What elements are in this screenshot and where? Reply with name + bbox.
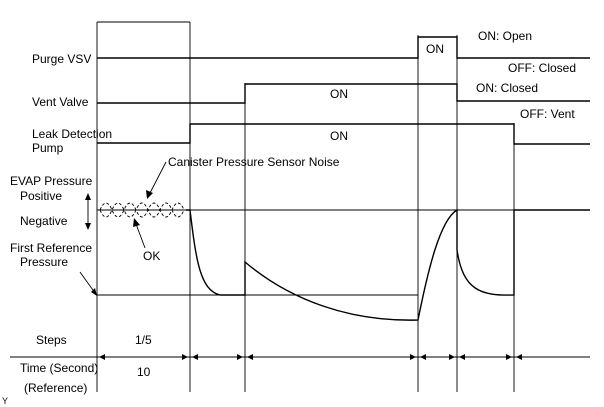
evap-pressure-row: EVAP Pressure Positive Negative First Re… — [10, 155, 590, 321]
evap-pressure-trace — [186, 208, 590, 321]
first-ref-label-line1: First Reference — [10, 241, 92, 255]
purge-on-open-note: ON: Open — [478, 29, 532, 43]
purge-vsv-row: Purge VSV ON ON: Open OFF: Closed — [32, 29, 590, 75]
leak-pump-signal — [97, 123, 590, 145]
vent-valve-on-text: ON — [330, 87, 348, 101]
evap-label-line1: EVAP Pressure — [10, 174, 93, 188]
ok-annotation: OK — [143, 249, 160, 263]
negative-label: Negative — [20, 214, 68, 228]
noise-pointer-head — [146, 190, 153, 199]
vent-off-vent-note: OFF: Vent — [520, 107, 575, 121]
evap-label-line2: Positive — [20, 189, 62, 203]
sensor-noise-wave-lower — [99, 202, 185, 218]
vent-valve-label: Vent Valve — [32, 95, 89, 109]
vent-valve-signal — [97, 83, 590, 104]
noise-annotation: Canister Pressure Sensor Noise — [168, 155, 340, 169]
time-value: 10 — [137, 365, 151, 379]
time-label: Time (Second) — [20, 361, 98, 375]
first-ref-label-line2: Pressure — [20, 255, 68, 269]
corner-mark: Y — [2, 396, 8, 406]
leak-pump-label-line2: Pump — [32, 141, 64, 155]
reference-label: (Reference) — [24, 381, 87, 395]
vent-valve-row: Vent Valve ON ON: Closed OFF: Vent — [32, 81, 590, 121]
purge-vsv-signal — [97, 36, 590, 59]
ok-pointer-head — [133, 218, 140, 227]
polarity-arrow-up — [85, 193, 91, 200]
purge-off-closed-note: OFF: Closed — [508, 61, 576, 75]
leak-pump-label-line1: Leak Detection — [32, 127, 112, 141]
noise-pointer — [149, 161, 167, 194]
polarity-arrow-down — [85, 223, 91, 230]
ref-pointer-arrow — [79, 271, 96, 294]
ref-pointer-arrowhead — [91, 288, 97, 296]
vent-on-closed-note: ON: Closed — [476, 81, 538, 95]
steps-label: Steps — [36, 333, 67, 347]
purge-vsv-on-text: ON — [426, 42, 444, 56]
steps-value: 1/5 — [135, 333, 152, 347]
sensor-noise-wave-upper — [99, 202, 185, 218]
interval-arrows — [99, 354, 590, 360]
leak-pump-on-text: ON — [330, 129, 348, 143]
time-markers — [96, 21, 515, 392]
purge-vsv-label: Purge VSV — [32, 52, 91, 66]
leak-pump-row: Leak Detection Pump ON — [32, 123, 590, 155]
ok-pointer — [135, 223, 146, 249]
steps-time-table: Steps 1/5 Time (Second) 10 (Reference) Y — [2, 333, 590, 406]
